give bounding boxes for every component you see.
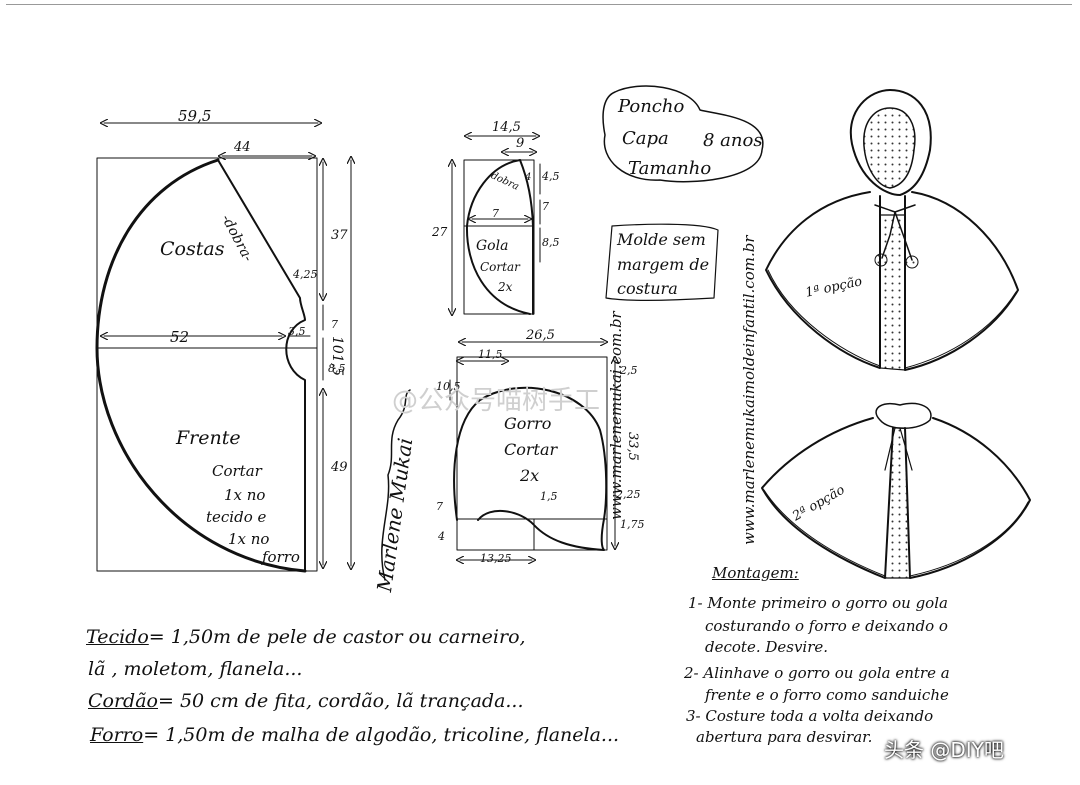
title-line1: Poncho [618, 96, 685, 117]
material-cordao-key: Cordão [88, 690, 158, 712]
material-cordao-value: = 50 cm de fita, cordão, lã trançada... [158, 690, 524, 712]
title-size: 8 anos [703, 130, 763, 151]
title-line2: Capa [622, 128, 669, 149]
dim-85a: 8,5 [328, 362, 346, 375]
dim-15: 1,5 [540, 490, 558, 503]
gola-times: 2x [498, 280, 513, 294]
dim-45: 4,5 [542, 170, 560, 183]
dim-27: 27 [432, 225, 448, 239]
dim-85b: 8,5 [542, 236, 560, 249]
frente-cut4: 1x no [228, 530, 270, 548]
montagem-step1a: 1- Monte primeiro o gorro ou gola [688, 594, 948, 612]
material-tecido-cont: lã , moletom, flanela... [88, 658, 303, 680]
note-box [605, 223, 719, 301]
dim-7c: 7 [492, 207, 499, 220]
hood-piece [449, 342, 615, 560]
source-badge: 头条 @DIY吧 [884, 738, 1004, 762]
dim-37: 37 [331, 228, 348, 243]
material-cordao: Cordão= 50 cm de fita, cordão, lã trança… [88, 690, 524, 712]
gola-cut: Cortar [480, 260, 520, 274]
material-forro: Forro= 1,50m de malha de algodão, tricol… [90, 724, 619, 746]
collar-piece [452, 136, 541, 314]
dim-335: 33,5 [625, 432, 640, 461]
montagem-step3a: 3- Costure toda a volta deixando [686, 707, 934, 725]
montagem-step1b: costurando o forro e deixando o [705, 617, 948, 635]
dim-145: 14,5 [492, 120, 521, 135]
montagem-step1c: decote. Desvire. [705, 638, 829, 656]
dim-1325: 13,25 [480, 552, 512, 565]
dim-7b: 7 [542, 200, 549, 213]
dim-425: 4,25 [293, 268, 318, 281]
dim-175: 1,75 [620, 518, 645, 531]
montagem-step2a: 2- Alinhave o gorro ou gola entre a [684, 664, 950, 682]
frente-cut2: 1x no [224, 486, 266, 504]
dim-1015: 101,5 [329, 336, 345, 377]
watermark: @公众号喵树手工 [392, 386, 601, 416]
dim-595: 59,5 [178, 107, 212, 125]
note-line2: margem de [617, 255, 710, 274]
cape-piece [95, 123, 351, 573]
title-bubble [602, 85, 764, 183]
label-gola: Gola [476, 238, 509, 254]
cape-illustration-1 [765, 89, 1019, 371]
dim-7a: 7 [331, 318, 338, 331]
material-tecido: Tecido= 1,50m de pele de castor ou carne… [86, 626, 526, 648]
material-forro-key: Forro [90, 724, 144, 746]
montagem-heading: Montagem: [712, 564, 799, 582]
montagem-step2b: frente e o forro como sanduiche [705, 686, 949, 704]
dim-44: 44 [234, 140, 251, 155]
cape-illustration-2 [761, 402, 1031, 579]
frente-cut3: tecido e [206, 508, 267, 526]
dim-4b: 4 [438, 530, 445, 543]
top-border [6, 4, 1072, 5]
material-tecido-key: Tecido [86, 626, 149, 648]
montagem-step3b: abertura para desvirar. [696, 728, 873, 746]
dim-7d: 7 [436, 500, 443, 513]
signature-stroke [381, 389, 411, 581]
dim-9: 9 [516, 136, 525, 151]
dim-52: 52 [170, 328, 190, 346]
gorro-cut: Cortar [504, 440, 558, 459]
title-line3: Tamanho [628, 158, 712, 179]
label-frente: Frente [176, 427, 241, 449]
dim-105: 10,5 [436, 380, 461, 393]
note-line1: Molde sem [617, 230, 706, 249]
dim-265: 26,5 [526, 328, 555, 343]
note-line3: costura [617, 279, 678, 298]
dim-35: 3,5 [288, 325, 306, 338]
frente-cut1: Cortar [212, 462, 262, 480]
gorro-times: 2x [520, 466, 540, 485]
dim-115: 11,5 [478, 348, 503, 361]
url-b: www.marlenemukaimoldeinfantil.com.br [740, 235, 758, 546]
material-forro-value: = 1,50m de malha de algodão, tricoline, … [143, 724, 620, 746]
label-gorro: Gorro [504, 414, 552, 433]
label-costas: Costas [160, 238, 225, 260]
dim-49: 49 [331, 460, 348, 475]
material-tecido-value: = 1,50m de pele de castor ou carneiro, [148, 626, 526, 648]
frente-cut5: forro [262, 548, 300, 566]
dim-225: 2,25 [616, 488, 641, 501]
dim-4: 4 [525, 172, 532, 183]
dim-25: 2,5 [620, 364, 638, 377]
